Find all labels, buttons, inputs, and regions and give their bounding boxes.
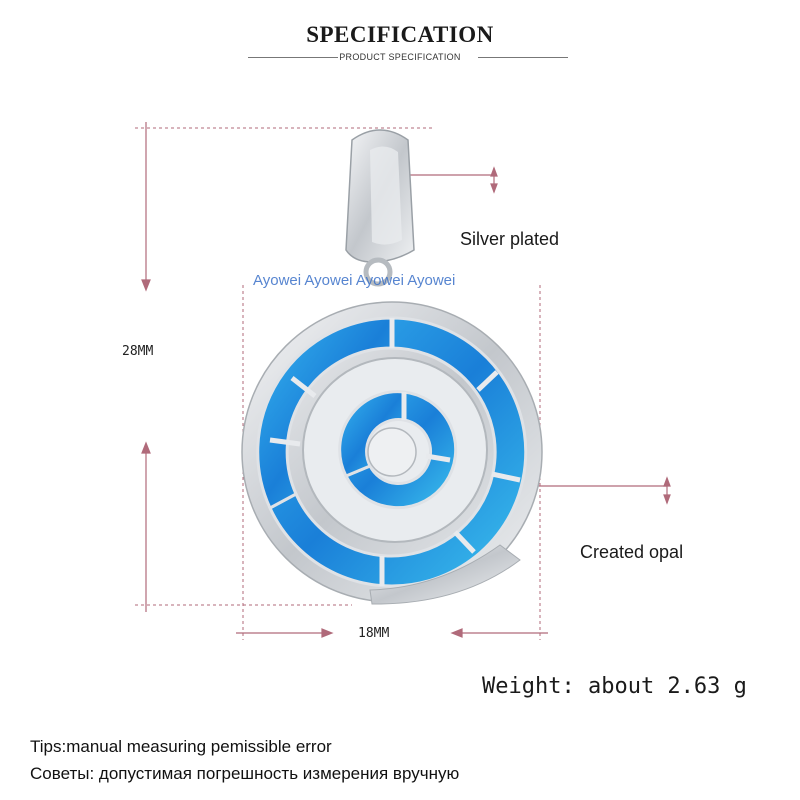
bail-leader	[410, 166, 498, 194]
created-opal-label: Created opal	[580, 542, 684, 562]
width-dimension-label: 18MM	[358, 626, 390, 641]
tips-english: Tips:manual measuring pemissible error	[30, 737, 332, 756]
tips-russian: Советы: допустимая погрешность измерения…	[30, 764, 460, 783]
opal-outer-band-left	[256, 316, 394, 511]
height-dimension-label: 28MM	[122, 344, 154, 359]
silver-plated-label: Silver plated	[460, 229, 560, 249]
subtitle-rule-left	[248, 57, 338, 58]
pendant-body	[241, 301, 543, 605]
height-dimension-arrows	[141, 122, 151, 612]
page-title: SPECIFICATION	[306, 22, 494, 47]
bail	[345, 129, 415, 287]
watermark-text: Ayowei Ayowei Ayowei Ayowei	[253, 272, 456, 289]
stone-leader	[520, 476, 671, 505]
opal-outer-band	[268, 316, 528, 588]
width-dimension-arrows	[236, 628, 548, 638]
opal-inner-band	[343, 390, 458, 510]
page-subtitle: PRODUCT SPECIFICATION	[339, 52, 461, 62]
subtitle-rule-right	[478, 57, 568, 58]
weight-label: Weight: about 2.63 g	[482, 674, 747, 699]
guide-lines	[135, 127, 541, 640]
opal-inner-band-left	[338, 390, 406, 478]
